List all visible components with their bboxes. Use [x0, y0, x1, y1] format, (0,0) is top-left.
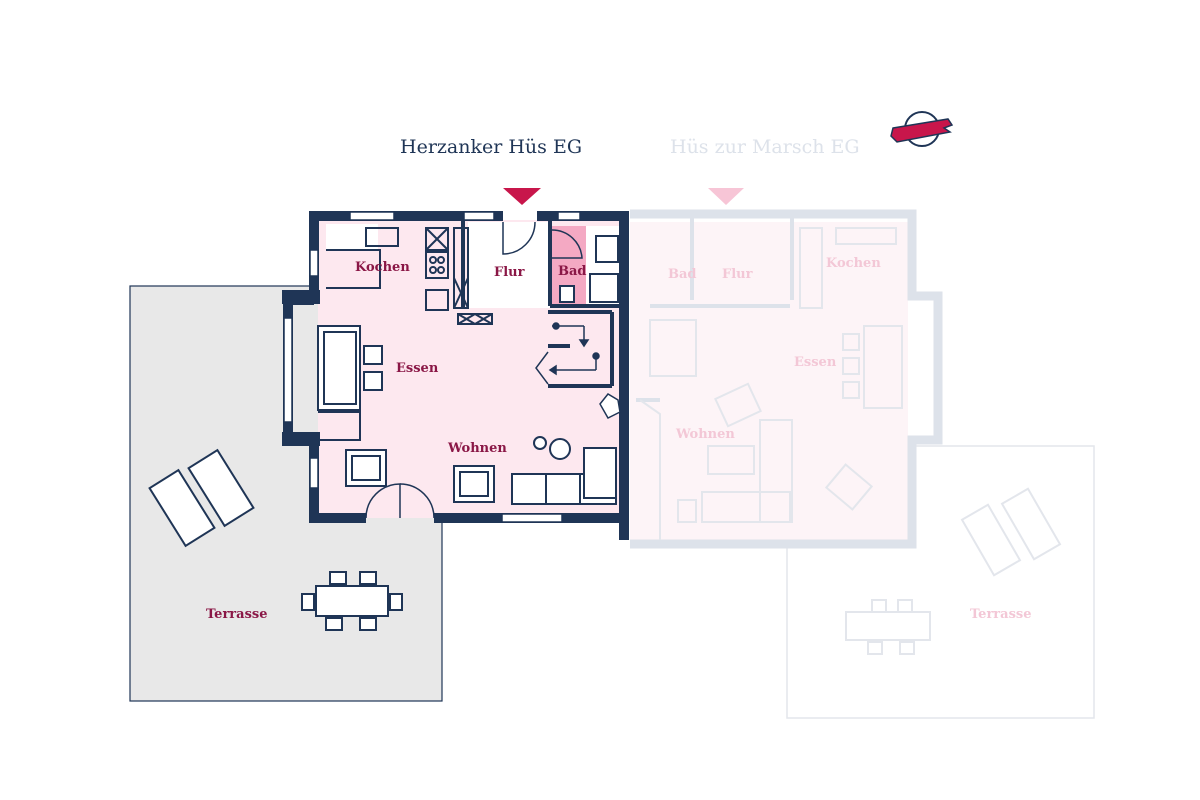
- door-swing-icon: [365, 221, 583, 519]
- house-title-herzanker: Herzanker Hüs EG: [400, 136, 582, 158]
- left-windows: [283, 211, 581, 523]
- right-room-essen: Essen: [794, 355, 837, 370]
- stair-icon: [548, 322, 621, 419]
- right-room-wohnen: Wohnen: [675, 427, 735, 442]
- right-walls: [630, 209, 943, 549]
- right-interior-fill: [630, 222, 908, 540]
- terrace-furniture: [148, 448, 403, 631]
- room-kochen: Kochen: [355, 260, 410, 275]
- logo-emblem-icon: [890, 111, 954, 147]
- right-room-flur: Flur: [722, 267, 753, 282]
- room-bad: Bad: [558, 264, 587, 279]
- living-furniture: [317, 325, 617, 505]
- left-inner-walls: [461, 220, 620, 388]
- room-wohnen: Wohnen: [447, 441, 507, 456]
- flur-fill: [468, 222, 550, 308]
- right-room-terrasse: Terrasse: [970, 607, 1031, 622]
- kitchen-units: [326, 227, 493, 325]
- entrance-arrow-icon: [503, 188, 541, 205]
- room-terrasse: Terrasse: [206, 607, 267, 622]
- room-flur: Flur: [494, 265, 525, 280]
- left-house-plan: Kochen Flur Bad Essen Wohnen Terrasse: [129, 188, 629, 702]
- house-title-marsch: Hüs zur Marsch EG: [670, 136, 860, 158]
- right-entrance-arrow-icon: [708, 188, 744, 205]
- right-room-bad: Bad: [668, 267, 697, 282]
- room-essen: Essen: [396, 361, 439, 376]
- right-house-plan: Bad Flur Kochen Essen Wohnen Terrasse: [630, 188, 1095, 719]
- left-wall-posts: [282, 290, 320, 446]
- right-furniture: [639, 227, 1062, 655]
- bath-fixtures: [559, 235, 619, 303]
- right-room-kochen: Kochen: [826, 256, 881, 271]
